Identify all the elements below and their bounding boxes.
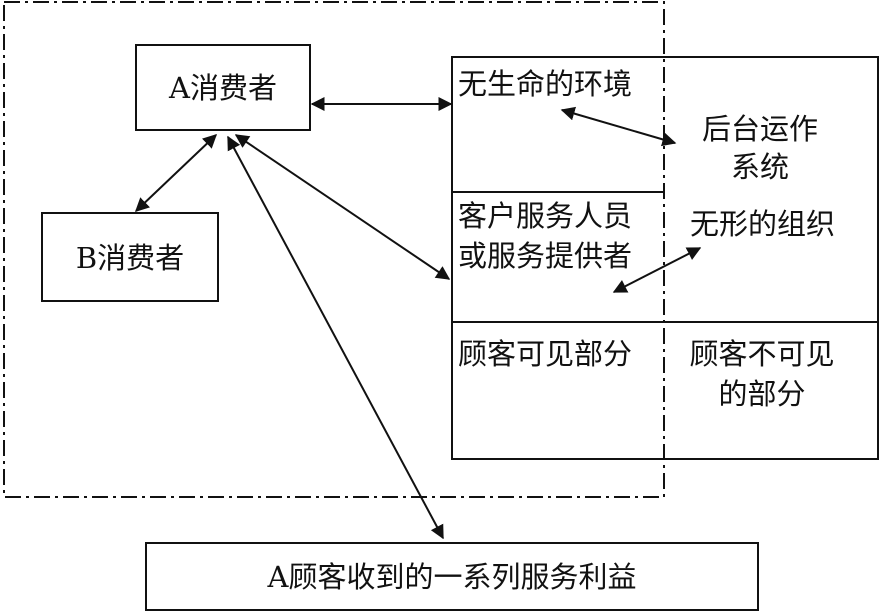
- benefits-box: A顾客收到的一系列服务利益: [145, 542, 759, 611]
- arrow-staff-organization: [612, 247, 702, 293]
- arrow-consumer-a-benefits: [227, 135, 444, 540]
- consumer-b-label: B消费者: [75, 241, 185, 275]
- service-staff-label-line-1: 客户服务人员: [458, 199, 633, 233]
- service-organization-box: [451, 56, 879, 460]
- consumer-b-box: B消费者: [41, 212, 219, 302]
- arrow-consumer-a-service-staff: [234, 134, 451, 280]
- arrow-environment-backstage: [560, 106, 677, 147]
- service-staff-label-line-2: 或服务提供者: [458, 239, 633, 273]
- backstage-system-label-line-2: 系统: [730, 150, 789, 184]
- arrow-consumer-a-consumer-b: [134, 134, 218, 212]
- backstage-system-label-line-1: 后台运作: [701, 112, 818, 146]
- consumer-a-box: A消费者: [135, 44, 311, 131]
- visible-part-label: 顾客可见部分: [458, 337, 633, 371]
- invisible-part-label-line-2: 的部分: [718, 377, 806, 411]
- consumer-a-label: A消费者: [169, 71, 277, 105]
- invisible-part-label-line-1: 顾客不可见: [689, 337, 835, 371]
- benefits-label: A顾客收到的一系列服务利益: [267, 560, 637, 594]
- inanimate-environment-label: 无生命的环境: [458, 67, 633, 101]
- visible-area-boundary: [3, 1, 665, 498]
- invisible-organization-label: 无形的组织: [690, 207, 836, 241]
